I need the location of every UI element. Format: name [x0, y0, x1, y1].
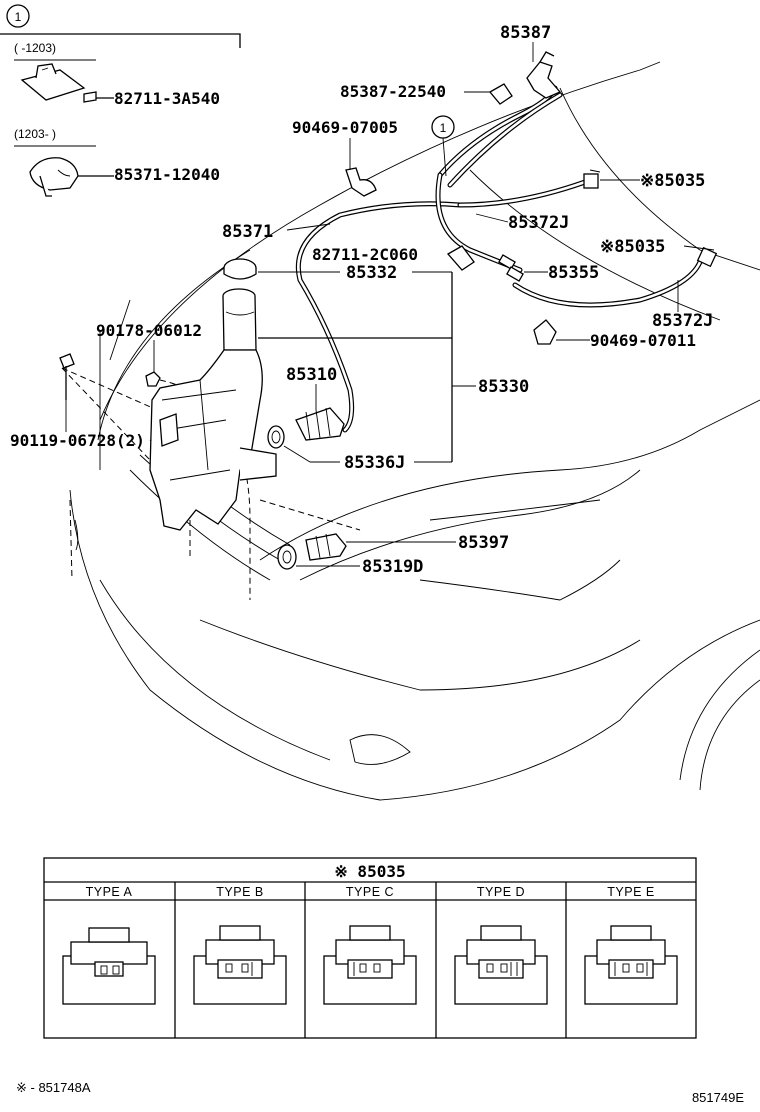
part-85397: 85397: [458, 533, 509, 553]
callout-circle: [6, 4, 30, 28]
table-header-type-e: TYPE E: [607, 885, 654, 899]
part-85336j: 85336J: [344, 453, 405, 473]
footer-left-code: ※ - 851748A: [16, 1080, 91, 1095]
table-header-type-b: TYPE B: [216, 885, 263, 899]
connector-type-a-icon: [62, 927, 156, 1005]
part-85310: 85310: [286, 365, 337, 385]
connector-85035-a-icon: [583, 169, 601, 189]
grommet-85336j-icon: [267, 425, 285, 449]
table-header-type-a: TYPE A: [86, 885, 133, 899]
part-85319d: 85319D: [362, 557, 423, 577]
table-header-type-d: TYPE D: [477, 885, 525, 899]
part-85372j-upper: 85372J: [508, 213, 569, 233]
connector-85035-b-icon: [696, 246, 718, 268]
part-82711-2c060: 82711-2C060: [312, 245, 418, 264]
inset-range-b: (1203- ): [14, 127, 56, 141]
callout-number: 1: [15, 10, 22, 24]
callout-number-hose: 1: [440, 121, 447, 135]
part-85371: 85371: [222, 222, 273, 242]
cap-85332-icon: [223, 258, 257, 280]
part-85372j-lower: 85372J: [652, 311, 713, 331]
table-header-type-c: TYPE C: [346, 885, 394, 899]
clip-90469-07005-icon: [345, 167, 377, 197]
clip-82711-3a540-icon: [20, 63, 97, 103]
nozzle-85387-icon: [526, 51, 562, 99]
pump-85397-icon: [305, 533, 347, 561]
washer-tank-85330-icon: [149, 288, 277, 531]
part-85355: 85355: [548, 263, 599, 283]
part-82711-3a540: 82711-3A540: [114, 89, 220, 108]
part-85371-12040: 85371-12040: [114, 165, 220, 184]
part-85332: 85332: [346, 263, 397, 283]
part-85387: 85387: [500, 23, 551, 43]
connector-type-d-icon: [454, 925, 548, 1005]
pump-85310-icon: [295, 407, 345, 441]
part-90469-07011: 90469-07011: [590, 331, 696, 350]
clip-82711-2c060-icon: [446, 245, 475, 271]
connector-type-e-icon: [584, 925, 678, 1005]
connector-type-table: ※ 85035 TYPE A TYPE B TYPE C TYPE D TYPE…: [43, 857, 697, 1039]
joint-85355-icon: [498, 254, 524, 282]
clip-85371-12040-icon: [29, 157, 79, 197]
connector-type-c-icon: [323, 925, 417, 1005]
nut-90178-06012-icon: [145, 371, 161, 387]
part-90119-06728: 90119-06728(2): [10, 431, 145, 450]
table-title: ※ 85035: [334, 862, 405, 881]
inset-range-a: ( -1203): [14, 41, 56, 55]
connector-type-b-icon: [193, 925, 287, 1005]
clip-90469-07011-icon: [533, 319, 557, 345]
clip-85387-22540-icon: [489, 83, 513, 105]
part-85035-a: ※85035: [640, 171, 705, 191]
part-85330: 85330: [478, 377, 529, 397]
bolt-90119-06728-icon: [59, 353, 75, 400]
part-90178-06012: 90178-06012: [96, 321, 202, 340]
grommet-85319d-icon: [277, 544, 297, 570]
part-85387-22540: 85387-22540: [340, 82, 446, 101]
inset-panel: 1 ( -1203) 82711-3A540 (1203- ) 85371-12…: [0, 4, 241, 197]
part-90469-07005: 90469-07005: [292, 118, 398, 137]
footer-right-code: 851749E: [692, 1090, 744, 1105]
part-85035-b: ※85035: [600, 237, 665, 257]
